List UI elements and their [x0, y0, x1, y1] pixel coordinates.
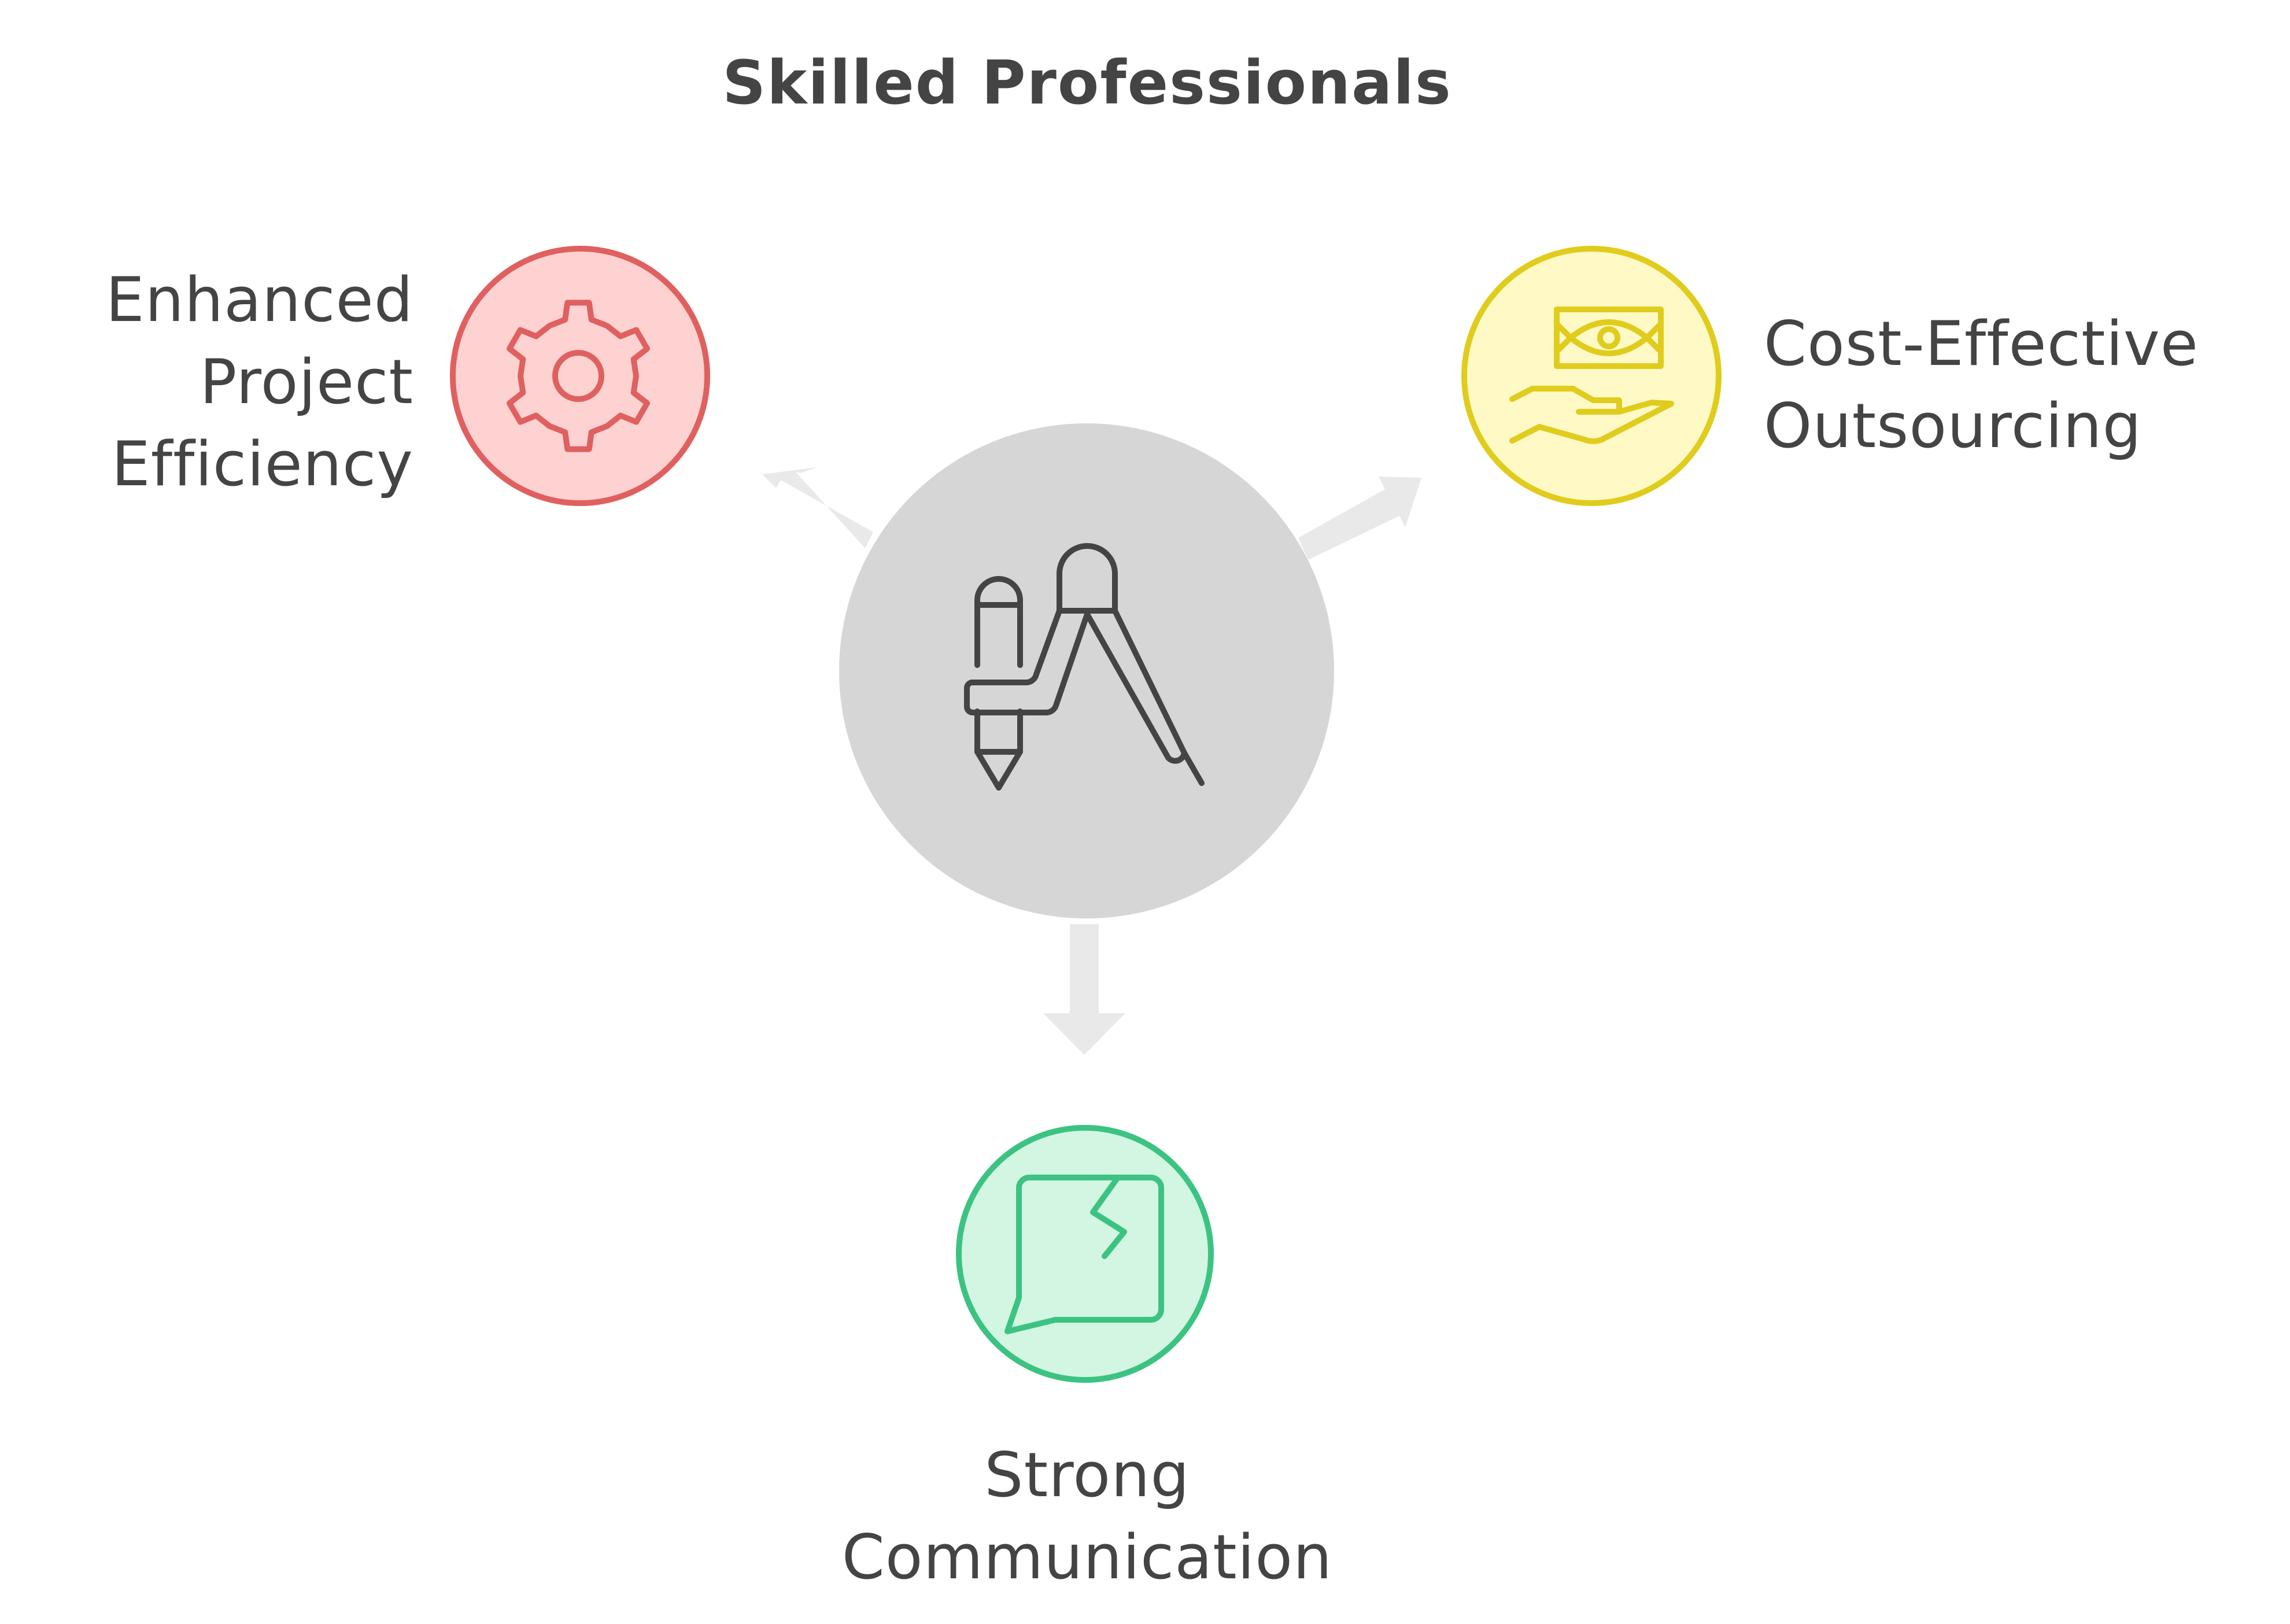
- drafting-compass-pencil-icon: [964, 543, 1205, 791]
- efficiency-circle: [450, 246, 710, 506]
- arrow-to-communication: [1043, 924, 1125, 1055]
- communication-circle: [956, 1125, 1214, 1383]
- arrow-to-efficiency: [762, 467, 873, 548]
- diagram-title: Skilled Professionals: [722, 47, 1452, 118]
- efficiency-label: Enhanced Project Efficiency: [106, 259, 413, 505]
- efficiency-label-line-3: Efficiency: [111, 429, 413, 500]
- cost-label: Cost-Effective Outsourcing: [1764, 303, 2199, 467]
- cost-label-line-2: Outsourcing: [1764, 390, 2142, 462]
- efficiency-label-line-1: Enhanced: [105, 264, 413, 335]
- arrow-to-cost: [1298, 477, 1421, 560]
- communication-label-line-1: Strong: [984, 1440, 1190, 1511]
- center-circle: [839, 423, 1334, 918]
- communication-label: Strong Communication: [752, 1434, 1423, 1599]
- broken-speech-bubble-icon: [1004, 1175, 1164, 1334]
- efficiency-label-line-2: Project: [200, 346, 413, 418]
- money-hand-icon: [1509, 307, 1674, 444]
- cost-label-line-1: Cost-Effective: [1764, 308, 2199, 379]
- cost-circle: [1461, 246, 1722, 506]
- gear-icon: [507, 300, 650, 452]
- communication-label-line-2: Communication: [841, 1522, 1333, 1593]
